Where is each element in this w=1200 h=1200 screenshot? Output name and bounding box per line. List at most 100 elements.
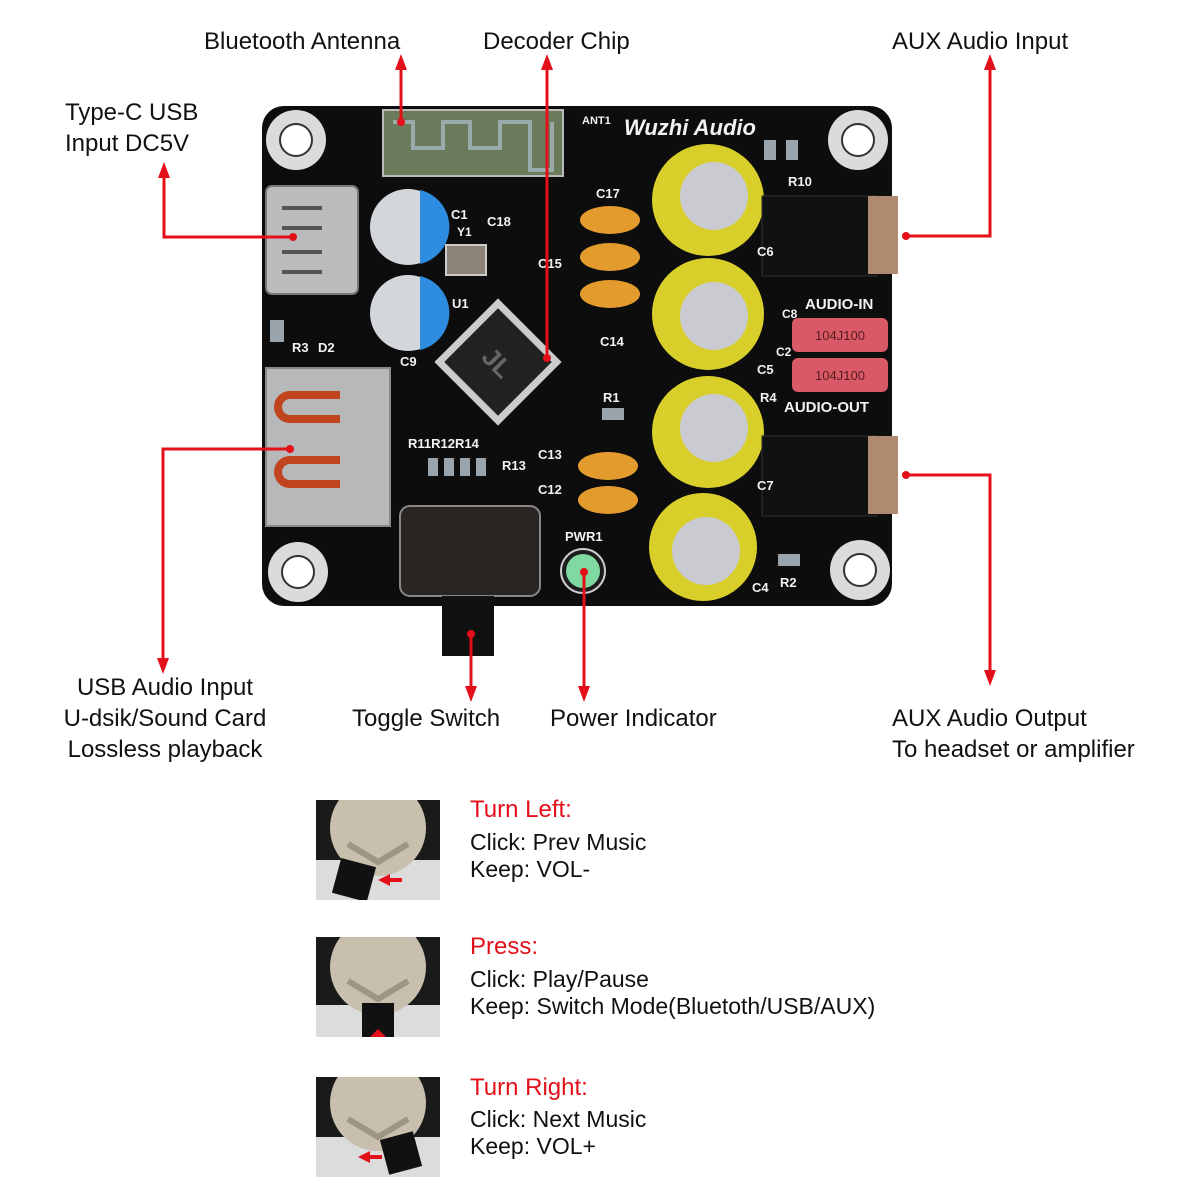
board-shape	[761, 435, 878, 517]
board-shape	[680, 162, 748, 230]
board-shape	[397, 118, 405, 126]
board-shape	[764, 140, 776, 160]
arrow-aux-output	[902, 471, 996, 686]
label-toggle-switch: Toggle Switch	[352, 705, 501, 732]
silkscreen-label: R1	[603, 390, 620, 405]
board-shape	[346, 1116, 410, 1141]
typec-port	[265, 185, 359, 295]
board-shape	[346, 978, 410, 1003]
board-shape	[420, 276, 450, 350]
label-typec-input: Type-C USB Input DC5V	[65, 99, 199, 157]
label-usb-audio-input: USB Audio Input U-dsik/Sound Card Lossle…	[63, 674, 267, 763]
board-shape	[580, 568, 588, 576]
brand-logo: Wuzhi Audio	[624, 115, 756, 140]
board-shape	[580, 280, 640, 308]
film-capacitor-1	[792, 318, 888, 352]
board-shape	[274, 391, 340, 423]
board-shape	[420, 190, 450, 264]
board-shape	[279, 123, 313, 157]
capacitor-c7	[652, 376, 764, 488]
thumbnail-turn-right	[316, 1077, 440, 1177]
board-shape	[578, 452, 638, 480]
board-shape	[984, 670, 996, 686]
board-shape	[346, 841, 410, 866]
board-shape	[330, 1077, 426, 1151]
control-desc-turn-right: Click: Next Music Keep: VOL+	[470, 1106, 647, 1159]
label-decoder-chip: Decoder Chip	[483, 28, 630, 55]
arrow-bluetooth-antenna	[395, 54, 407, 126]
board-shape	[786, 140, 798, 160]
control-desc-turn-left: Click: Prev Music Keep: VOL-	[470, 829, 647, 882]
capacitor-c6	[652, 144, 764, 256]
silkscreen-label: R13	[502, 458, 526, 473]
board-shape	[161, 447, 290, 660]
thumbnail-press	[316, 937, 440, 1037]
silkscreen-label: C9	[400, 354, 417, 369]
crystal-y1	[445, 244, 487, 276]
bluetooth-antenna	[382, 109, 564, 177]
board-shape	[467, 630, 475, 638]
callout-arrows	[157, 54, 996, 702]
arrow-decoder-chip	[541, 54, 553, 362]
label-aux-audio-output: AUX Audio Output To headset or amplifier	[892, 705, 1135, 763]
label-power-indicator: Power Indicator	[550, 705, 717, 732]
silkscreen-label: PWR1	[565, 529, 603, 544]
board-shape	[444, 458, 454, 476]
board-shape	[761, 195, 878, 277]
board-shape	[578, 486, 638, 514]
board-shape	[157, 658, 169, 674]
silkscreen-label: C1	[451, 207, 468, 222]
board-shape	[395, 54, 407, 70]
silkscreen-label: C18	[487, 214, 511, 229]
board-shape	[281, 555, 315, 589]
silkscreen-label: C15	[538, 256, 562, 271]
arrow-typec-input	[158, 162, 297, 241]
board-shape	[580, 243, 640, 271]
arrow-right-icon	[358, 1151, 382, 1163]
board-shape	[465, 686, 477, 702]
board-shape	[274, 456, 340, 488]
board-shape	[330, 800, 426, 876]
decoder-chip: JL	[434, 298, 562, 426]
film-capacitor-2	[792, 358, 888, 392]
board-shape	[578, 686, 590, 702]
toggle-switch	[399, 505, 541, 656]
control-title-turn-right: Turn Right:	[470, 1074, 588, 1101]
board-shape	[672, 517, 740, 585]
mounting-hole-top-left	[266, 110, 326, 170]
silkscreen-label: C4	[752, 580, 769, 595]
board-shape	[270, 320, 284, 342]
silkscreen-label: C14	[600, 334, 625, 349]
silkscreen-label: D2	[318, 340, 335, 355]
board-shape	[286, 445, 294, 453]
board-shape	[393, 120, 554, 172]
control-desc-press: Click: Play/Pause Keep: Switch Mode(Blue…	[470, 966, 876, 1019]
silkscreen-label: 104J100	[815, 328, 865, 343]
board-shape	[442, 596, 494, 656]
board-shape	[580, 206, 640, 234]
capacitor-c1	[370, 189, 450, 265]
silkscreen-label: C2	[776, 345, 792, 359]
mounting-hole-top-right	[828, 110, 888, 170]
capacitor-c9	[370, 275, 450, 351]
board-shape	[162, 176, 293, 239]
board-shape	[382, 109, 564, 177]
capacitor-c4	[649, 493, 757, 601]
arrow-up-icon	[370, 1029, 386, 1037]
board-shape	[460, 458, 470, 476]
arrow-aux-input	[902, 54, 996, 240]
arrow-usb-audio-input	[157, 445, 294, 674]
arrow-power-indicator	[578, 568, 590, 702]
board-shape	[289, 233, 297, 241]
board-shape	[984, 54, 996, 70]
control-title-turn-left: Turn Left:	[470, 796, 572, 823]
capacitor-c5	[652, 258, 764, 370]
smd-resistors	[270, 140, 800, 566]
board-shape	[778, 554, 800, 566]
label-bluetooth-antenna: Bluetooth Antenna	[204, 28, 401, 55]
silkscreen-label: R3	[292, 340, 309, 355]
usb-a-port	[265, 367, 391, 527]
knob-lever	[379, 1131, 423, 1175]
mounting-hole-bottom-left	[268, 542, 328, 602]
